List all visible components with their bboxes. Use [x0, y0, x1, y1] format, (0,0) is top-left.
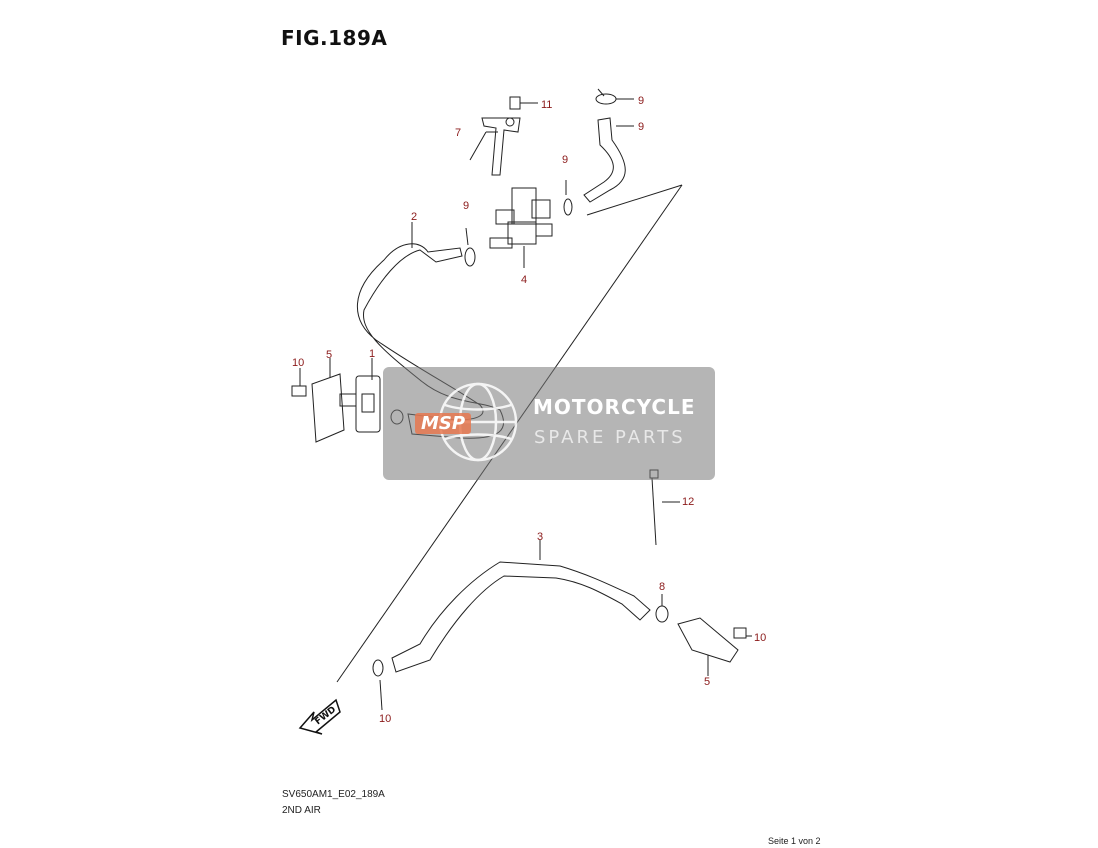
- figure-code: SV650AM1_E02_189A: [282, 789, 385, 800]
- bolt-part-10-right: [733, 627, 752, 639]
- hose-part-7: [583, 117, 626, 203]
- clamp-part-9-top: [595, 88, 634, 105]
- callout-12: 12: [682, 496, 694, 508]
- clamp-part-9-bottom: [372, 659, 384, 711]
- page-indicator: Seite 1 von 2: [768, 836, 821, 846]
- callout-9d: 10: [379, 713, 391, 725]
- gasket-part-1: [355, 358, 381, 433]
- callout-3: 3: [537, 531, 543, 543]
- watermark-brand: MOTORCYCLE: [533, 395, 696, 419]
- watermark-logo-text: MSP: [415, 413, 472, 434]
- bolt-part-10-left: [291, 368, 307, 397]
- bolt-part-11: [509, 96, 538, 110]
- callout-7: 9: [638, 121, 644, 133]
- clamp-part-9-left: [464, 227, 476, 267]
- callout-5b: 5: [704, 676, 710, 688]
- clamp-part-9-mid: [563, 180, 573, 216]
- frame-line: [586, 184, 683, 216]
- watermark-banner: MSP MOTORCYCLE SPARE PARTS: [383, 367, 715, 480]
- cover-part-5-left: [311, 358, 357, 443]
- callout-1: 1: [369, 348, 375, 360]
- fwd-arrow-icon: FWD: [298, 698, 341, 735]
- callout-10b: 10: [754, 632, 766, 644]
- callout-10a: 10: [292, 357, 304, 369]
- figure-subtitle: 2ND AIR: [282, 805, 321, 816]
- callout-6: 7: [455, 127, 461, 139]
- callout-11: 11: [541, 99, 552, 111]
- bracket-part-6: [469, 117, 521, 176]
- callout-2: 2: [411, 211, 417, 223]
- valve-part-4: [489, 187, 553, 268]
- callout-9a: 9: [463, 200, 469, 212]
- callout-8: 8: [659, 581, 665, 593]
- watermark-subtitle: SPARE PARTS: [534, 427, 686, 448]
- callout-5a: 5: [326, 349, 332, 361]
- callout-9c: 9: [638, 95, 644, 107]
- cover-part-5-right: [677, 617, 739, 676]
- figure-title: FIG.189A: [281, 26, 388, 50]
- clamp-part-8: [655, 594, 669, 623]
- callout-9b: 9: [562, 154, 568, 166]
- tie-part-12: [649, 469, 680, 546]
- callout-4: 4: [521, 274, 527, 286]
- hose-part-3: [391, 561, 651, 673]
